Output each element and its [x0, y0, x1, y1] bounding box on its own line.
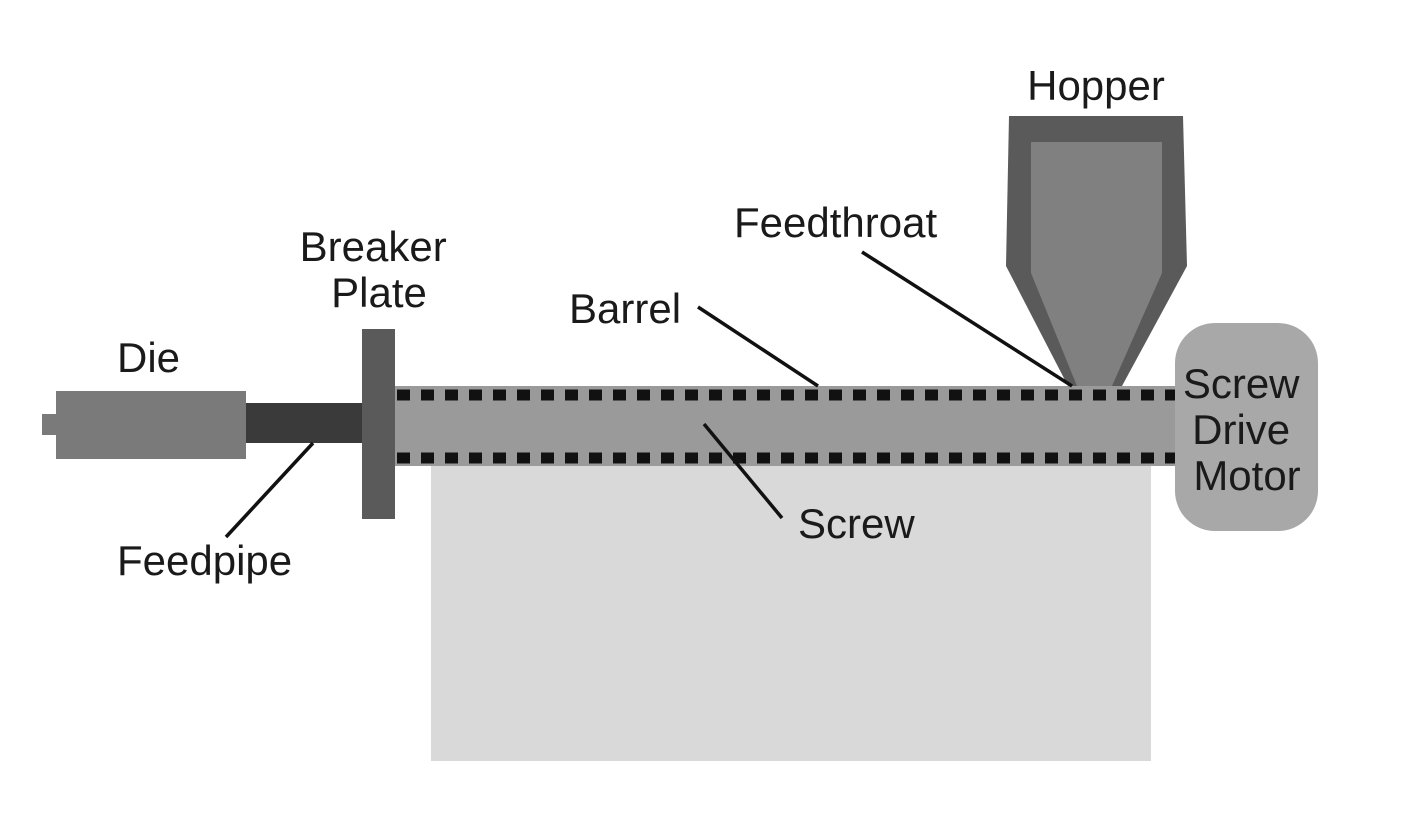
feedthroat-label: Feedthroat	[734, 199, 937, 246]
feedpipe-label: Feedpipe	[117, 537, 292, 584]
support-base	[431, 463, 1151, 761]
screw-drive-motor	[1175, 323, 1318, 531]
breaker-plate	[362, 329, 395, 519]
motor-label-line2: Drive	[1192, 406, 1290, 453]
barrel-label: Barrel	[569, 285, 681, 332]
screw-leader	[702, 422, 784, 520]
motor-label: Screw Drive Motor	[1183, 360, 1311, 499]
breaker-plate-label-line1: Breaker	[300, 223, 447, 270]
die-label: Die	[117, 334, 180, 381]
die-body	[56, 391, 246, 459]
hopper-inner	[1031, 142, 1162, 386]
barrel-leader	[697, 305, 819, 388]
breaker-plate-label: Breaker Plate	[300, 223, 459, 316]
breaker-plate-label-line2: Plate	[331, 269, 427, 316]
feedthroat-leader	[861, 250, 1073, 388]
die-nozzle	[42, 414, 58, 435]
feedpipe	[243, 403, 368, 443]
screw-label: Screw	[798, 500, 915, 547]
motor-label-line1: Screw	[1183, 360, 1300, 407]
motor-label-line3: Motor	[1193, 452, 1300, 499]
hopper-label: Hopper	[1027, 62, 1165, 109]
feedpipe-leader	[224, 441, 315, 539]
